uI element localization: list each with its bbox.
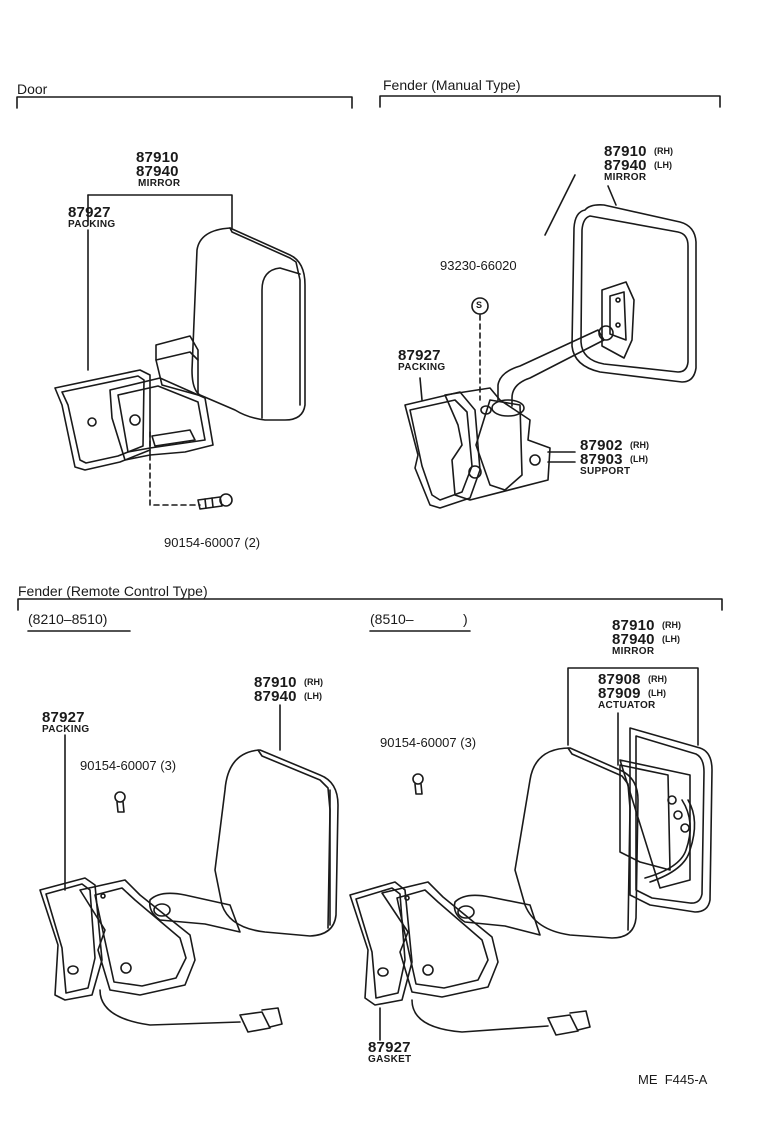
manual-packing-part-number: 87927 <box>398 347 441 364</box>
figure-code: ME F445-A <box>638 1072 708 1087</box>
manual-mirror-part-number-2: 87940 <box>604 157 647 174</box>
manual-support <box>444 387 551 501</box>
remote-late-gasket-label: GASKET <box>368 1054 412 1065</box>
remote-late-gasket-part-number: 87927 <box>368 1039 411 1056</box>
remote-early-cable <box>99 989 283 1033</box>
remote-late-cable <box>411 999 591 1036</box>
door-packing <box>54 369 151 471</box>
remote-late-actuator-part-number-2: 87909 <box>598 685 641 702</box>
section-brackets <box>16 95 723 611</box>
manual-support-label: SUPPORT <box>580 466 631 477</box>
door-mirror-part-number-2: 87940 <box>136 163 179 180</box>
door-mirror-arm <box>155 335 199 396</box>
manual-support-part-number-2: 87903 <box>580 451 623 468</box>
manual-screw-part-number: 93230-66020 <box>440 258 517 273</box>
remote-early-packing-label: PACKING <box>42 724 90 735</box>
remote-early-screw-part-number: 90154-60007 (3) <box>80 758 177 773</box>
range-label-late-end: ) <box>463 611 468 627</box>
door-mirror-head <box>191 227 306 421</box>
remote-early-packing <box>39 877 103 1001</box>
remote-late-base <box>381 881 499 998</box>
remote-early-leaders <box>64 704 281 891</box>
door-mirror-label: MIRROR <box>138 178 181 189</box>
remote-early-mirror-part-number-2-suffix: (LH) <box>304 691 322 701</box>
remote-late-mirror-part-number-1: 87910 <box>612 617 655 634</box>
remote-early-base <box>79 879 196 996</box>
manual-mirror-head <box>571 204 697 383</box>
section-title-door: Door <box>17 81 48 97</box>
remote-late-screw-part-number: 90154-60007 (3) <box>380 735 477 750</box>
remote-late-actuator-label: ACTUATOR <box>598 700 656 711</box>
remote-late-screw <box>412 773 424 795</box>
remote-early-mirror-head <box>214 749 339 937</box>
section-title-fender-manual: Fender (Manual Type) <box>383 77 521 93</box>
door-mirror-part-number-1: 87910 <box>136 149 179 166</box>
remote-late-arm <box>453 894 541 936</box>
remote-early-mirror-part-number-1: 87910 <box>254 674 297 691</box>
remote-late-leaders <box>379 667 699 1041</box>
manual-leader-lines <box>419 174 617 463</box>
manual-screw-symbol <box>471 297 489 315</box>
manual-mirror-part-number-2-suffix: (LH) <box>654 160 672 170</box>
remote-late-mirror-part-number-2-suffix: (LH) <box>662 634 680 644</box>
remote-early-mirror-part-number-2: 87940 <box>254 688 297 705</box>
remote-late-housing-back <box>619 727 713 913</box>
remote-early-packing-part-number: 87927 <box>42 709 85 726</box>
door-mirror-base <box>109 377 214 461</box>
remote-late-mirror-head <box>514 747 639 939</box>
manual-packing <box>404 391 481 509</box>
manual-support-part-number-1-suffix: (RH) <box>630 440 649 450</box>
section-title-fender-remote: Fender (Remote Control Type) <box>18 583 208 599</box>
remote-late-actuator-part-number-2-suffix: (LH) <box>648 688 666 698</box>
door-packing-label: PACKING <box>68 219 116 230</box>
manual-screw-symbol-label: S <box>476 300 483 310</box>
manual-packing-label: PACKING <box>398 362 446 373</box>
manual-support-part-number-2-suffix: (LH) <box>630 454 648 464</box>
remote-late-mirror-part-number-1-suffix: (RH) <box>662 620 681 630</box>
manual-mirror-label: MIRROR <box>604 172 647 183</box>
remote-late-mirror-label: MIRROR <box>612 646 655 657</box>
manual-mirror-part-number-1-suffix: (RH) <box>654 146 673 156</box>
manual-mirror-part-number-1: 87910 <box>604 143 647 160</box>
door-leader-lines <box>87 194 233 506</box>
remote-late-mirror-part-number-2: 87940 <box>612 631 655 648</box>
range-label-late-start: (8510– <box>370 611 414 627</box>
door-screw <box>197 493 233 510</box>
remote-early-mirror-part-number-1-suffix: (RH) <box>304 677 323 687</box>
remote-late-actuator-part-number-1: 87908 <box>598 671 641 688</box>
remote-early-screw <box>114 791 126 813</box>
manual-mirror-stay <box>497 325 614 407</box>
manual-support-part-number-1: 87902 <box>580 437 623 454</box>
remote-late-actuator-part-number-1-suffix: (RH) <box>648 674 667 684</box>
remote-early-arm <box>148 892 241 933</box>
range-label-early: (8210–8510) <box>28 611 108 627</box>
remote-late-gasket <box>349 881 413 1006</box>
remote-late-actuator <box>619 764 696 883</box>
door-packing-part-number: 87927 <box>68 204 111 221</box>
door-screw-part-number: 90154-60007 (2) <box>164 535 261 550</box>
